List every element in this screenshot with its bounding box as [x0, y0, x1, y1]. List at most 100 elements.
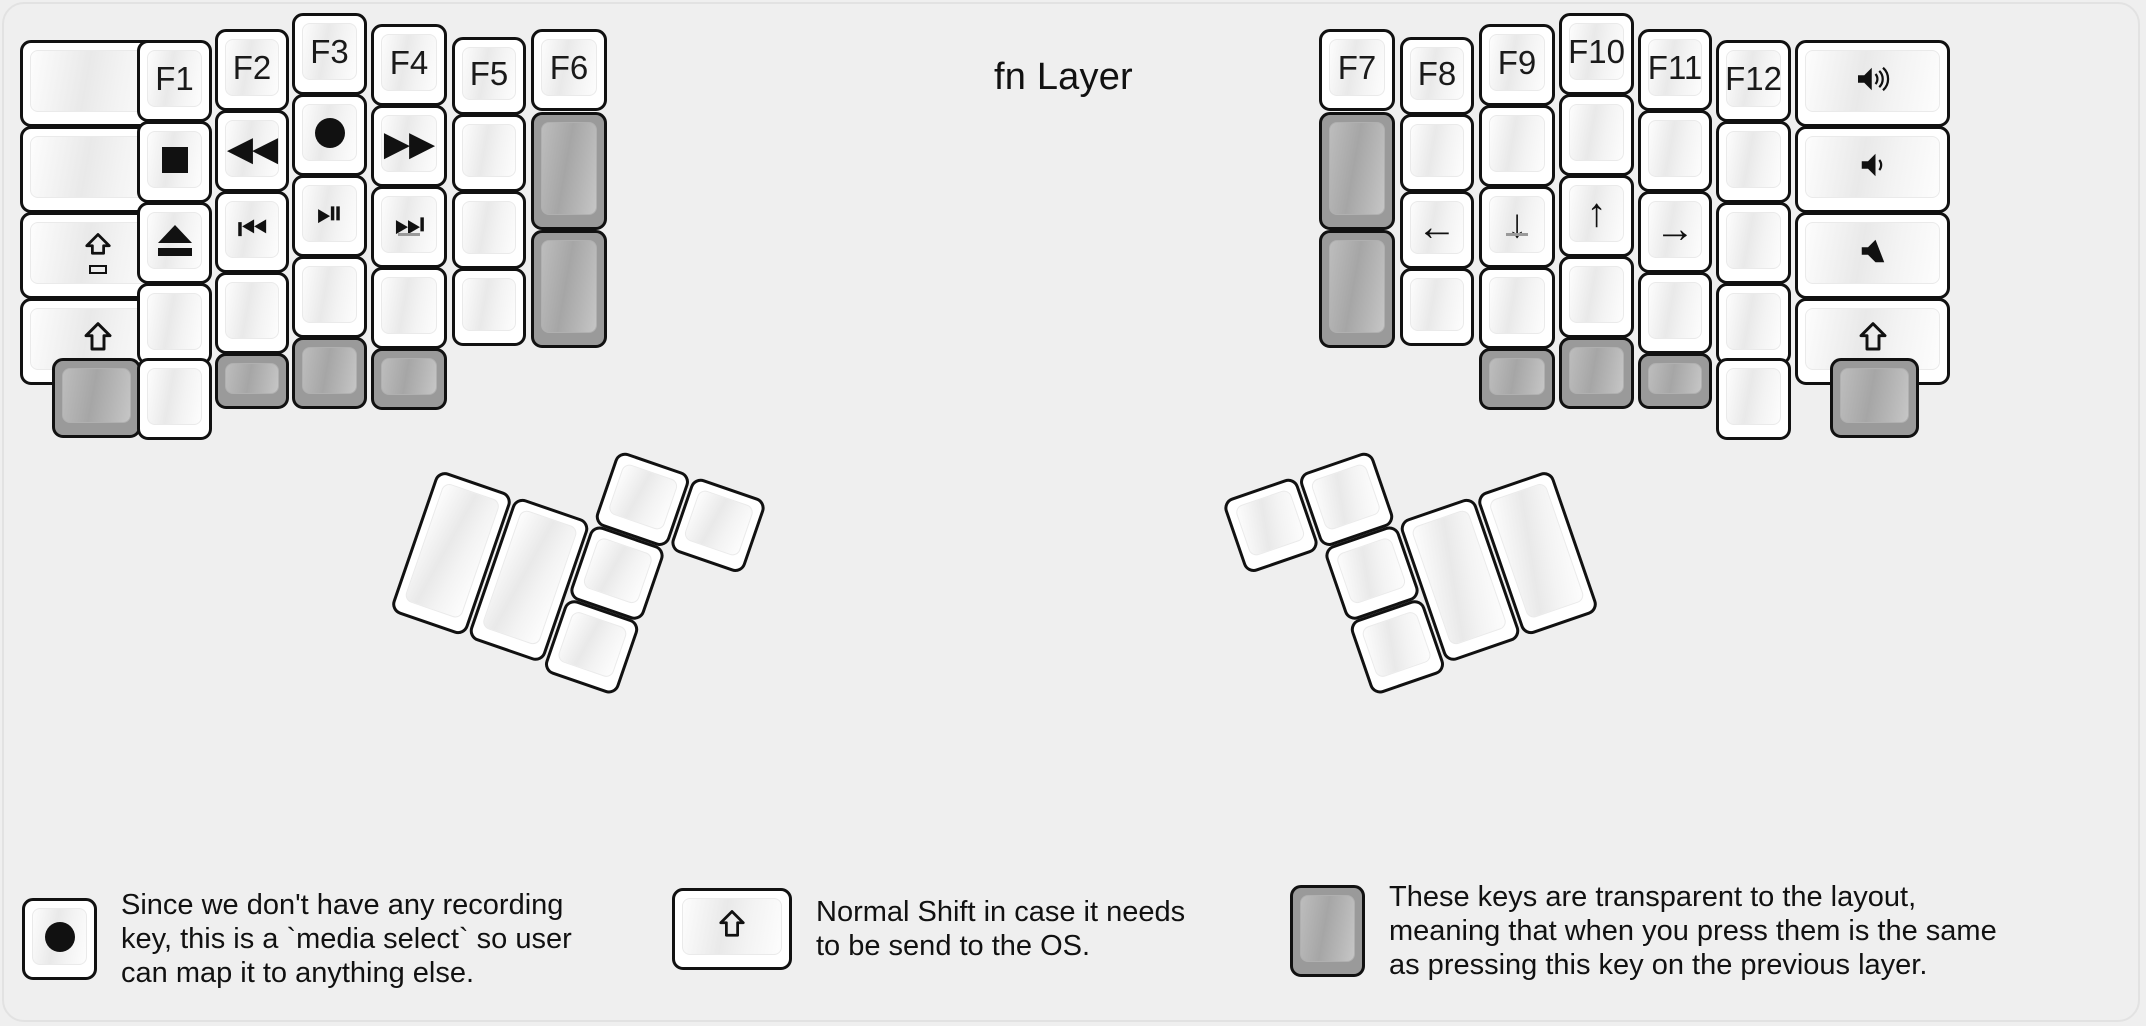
- key-blank-r4c11[interactable]: [1638, 272, 1712, 354]
- stop-icon: [161, 146, 188, 173]
- key-label: F10: [1568, 33, 1625, 70]
- key-f3[interactable]: F3: [292, 13, 367, 95]
- key-blank-r2c9[interactable]: [1479, 105, 1555, 187]
- key-f2[interactable]: F2: [215, 29, 289, 111]
- key-transparent-bottom-right[interactable]: [1830, 358, 1919, 438]
- key-label: F9: [1497, 44, 1537, 81]
- key-blank-r4c3[interactable]: [215, 272, 289, 354]
- keycap-face: F8: [1410, 47, 1464, 100]
- key-blank-r4c6[interactable]: [452, 268, 526, 346]
- key-blank-r2c6[interactable]: [452, 114, 526, 192]
- key-f4[interactable]: F4: [371, 24, 447, 106]
- legend-text: Since we don't have any recording key, t…: [121, 889, 572, 990]
- fast-forward-icon: ▶▶: [383, 124, 435, 163]
- key-transparent-r5c3[interactable]: [215, 353, 289, 409]
- key-transparent-r5c9[interactable]: [1479, 348, 1555, 410]
- key-f9[interactable]: F9: [1479, 24, 1555, 106]
- key-blank-r4c12[interactable]: [1716, 283, 1791, 365]
- key-f5[interactable]: F5: [452, 37, 526, 115]
- key-arrow-up[interactable]: ↑: [1559, 175, 1634, 257]
- key-volume-down[interactable]: [1795, 126, 1950, 213]
- keycap-face: F6: [541, 39, 597, 96]
- legend-swatch-shift: [672, 888, 792, 970]
- key-label: F8: [1417, 55, 1457, 92]
- key-volume-mute[interactable]: [1795, 212, 1950, 299]
- keycap-face: [1726, 212, 1781, 269]
- record-icon: [44, 921, 75, 952]
- key-transparent-tall-3[interactable]: [1319, 112, 1395, 230]
- key-media-fast-forward[interactable]: ▶▶: [371, 105, 447, 187]
- arrow-up-icon: ↑: [1586, 191, 1607, 235]
- key-transparent-r5c11[interactable]: [1638, 353, 1712, 409]
- key-arrow-right[interactable]: →: [1638, 191, 1712, 273]
- key-arrow-down[interactable]: ↓: [1479, 186, 1555, 268]
- key-media-stop[interactable]: [137, 121, 212, 203]
- rewind-icon: ◀◀: [226, 129, 278, 168]
- keycap-face: [1489, 277, 1545, 334]
- keycap-face: [147, 212, 202, 269]
- legend-swatch-record: [22, 898, 97, 981]
- key-blank-r4c8[interactable]: [1400, 268, 1474, 346]
- key-blank-r5c12[interactable]: [1716, 358, 1791, 440]
- key-media-prev-track[interactable]: ⏮: [215, 191, 289, 273]
- key-transparent-tall-4[interactable]: [1319, 230, 1395, 348]
- key-media-play-pause[interactable]: ⏯: [292, 175, 367, 257]
- key-blank-r4c4[interactable]: [292, 256, 367, 338]
- keycap-face: [147, 368, 202, 425]
- keycap-face: [541, 240, 597, 333]
- keycap-face: [225, 363, 279, 394]
- key-f7[interactable]: F7: [1319, 29, 1395, 111]
- keycap-face: F9: [1489, 34, 1545, 91]
- keycap-face: F5: [462, 47, 516, 100]
- key-transparent-r5c5[interactable]: [371, 348, 447, 410]
- key-blank-r5c2[interactable]: [137, 358, 212, 440]
- keycap-face: [556, 609, 629, 679]
- key-blank-r2c10[interactable]: [1559, 94, 1634, 176]
- key-transparent-r5c10[interactable]: [1559, 337, 1634, 409]
- key-blank-r3c6[interactable]: [452, 191, 526, 269]
- keycap-face: F4: [381, 34, 437, 91]
- keycap-face: [381, 277, 437, 334]
- key-transparent-bottom-left[interactable]: [52, 358, 141, 438]
- caps-lock-bar: [88, 265, 107, 274]
- key-arrow-left[interactable]: ←: [1400, 191, 1474, 269]
- key-blank-r3c12[interactable]: [1716, 202, 1791, 284]
- keycap-face: ←: [1410, 201, 1464, 254]
- key-transparent-tall-2[interactable]: [531, 230, 607, 348]
- keycap-face: →: [1648, 201, 1702, 258]
- key-media-next-track[interactable]: ⏭: [371, 186, 447, 268]
- key-blank-r4c9[interactable]: [1479, 267, 1555, 349]
- keycap-face: [1648, 120, 1702, 177]
- key-blank-r2c12[interactable]: [1716, 121, 1791, 203]
- key-blank-r4c10[interactable]: [1559, 256, 1634, 338]
- key-media-rewind[interactable]: ◀◀: [215, 110, 289, 192]
- key-transparent-r5c4[interactable]: [292, 337, 367, 409]
- key-label: F6: [549, 49, 589, 86]
- keycap-face: [1309, 462, 1382, 532]
- key-blank-r2c8[interactable]: [1400, 114, 1474, 192]
- key-f10[interactable]: F10: [1559, 13, 1634, 95]
- keycap-face: [581, 536, 654, 606]
- key-media-eject[interactable]: [137, 202, 212, 284]
- keycap-face: [541, 122, 597, 215]
- key-transparent-tall-1[interactable]: [531, 112, 607, 230]
- key-blank-r4c5[interactable]: [371, 267, 447, 349]
- key-blank-r2c11[interactable]: [1638, 110, 1712, 192]
- key-label: F5: [469, 55, 509, 92]
- key-blank-r4c2[interactable]: [137, 283, 212, 365]
- keycap-face: [1648, 282, 1702, 339]
- key-f1[interactable]: F1: [137, 40, 212, 122]
- shift-arrow-icon: [717, 909, 747, 944]
- key-volume-up[interactable]: [1795, 40, 1950, 127]
- key-f8[interactable]: F8: [1400, 37, 1474, 115]
- prev-track-icon: ⏮: [237, 210, 268, 248]
- key-label: F2: [232, 49, 272, 86]
- key-media-record[interactable]: [292, 94, 367, 176]
- caps-lock-icon: [83, 232, 113, 274]
- keycap-face: [1489, 358, 1545, 395]
- legend-record-key: Since we don't have any recording key, t…: [22, 888, 572, 991]
- keycap-face: [1805, 222, 1940, 284]
- key-f6[interactable]: F6: [531, 29, 607, 111]
- key-f11[interactable]: F11: [1638, 29, 1712, 111]
- key-f12[interactable]: F12: [1716, 40, 1791, 122]
